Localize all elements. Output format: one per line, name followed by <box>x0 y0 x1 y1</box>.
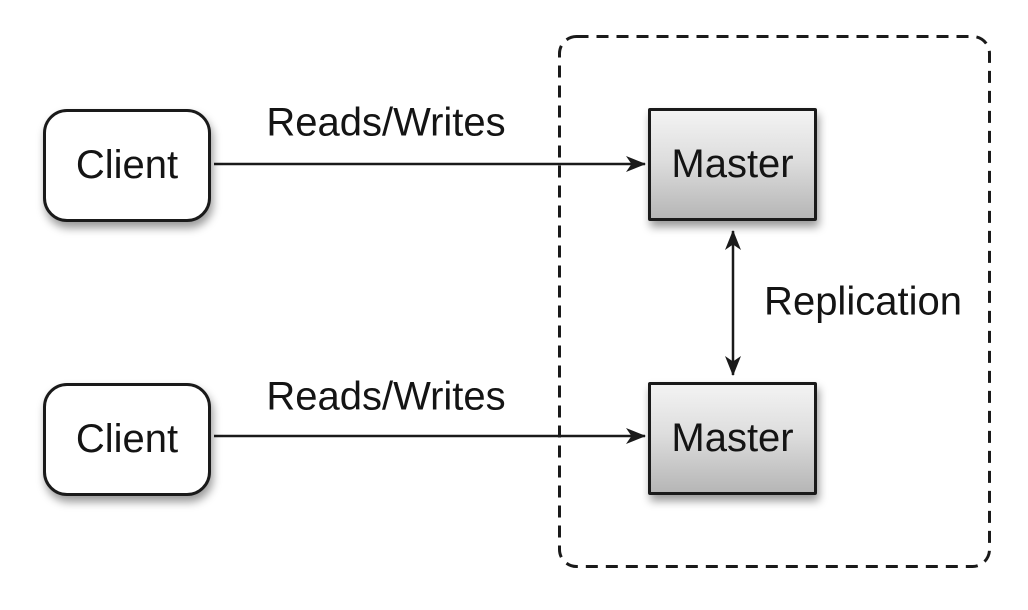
reads-writes-label-top: Reads/Writes <box>266 100 506 145</box>
client-node-bottom: Client <box>43 383 211 496</box>
master-node-top-label: Master <box>671 142 794 186</box>
master-node-bottom: Master <box>648 382 817 495</box>
masters-group-dashed-border <box>558 35 991 568</box>
client-node-bottom-label: Client <box>75 417 179 461</box>
master-node-top: Master <box>648 108 817 221</box>
client-node-top-label: Client <box>75 143 179 187</box>
client-node-top: Client <box>43 109 211 222</box>
reads-writes-label-bottom: Reads/Writes <box>266 374 506 419</box>
replication-label: Replication <box>764 279 962 324</box>
master-node-bottom-label: Master <box>671 416 794 460</box>
